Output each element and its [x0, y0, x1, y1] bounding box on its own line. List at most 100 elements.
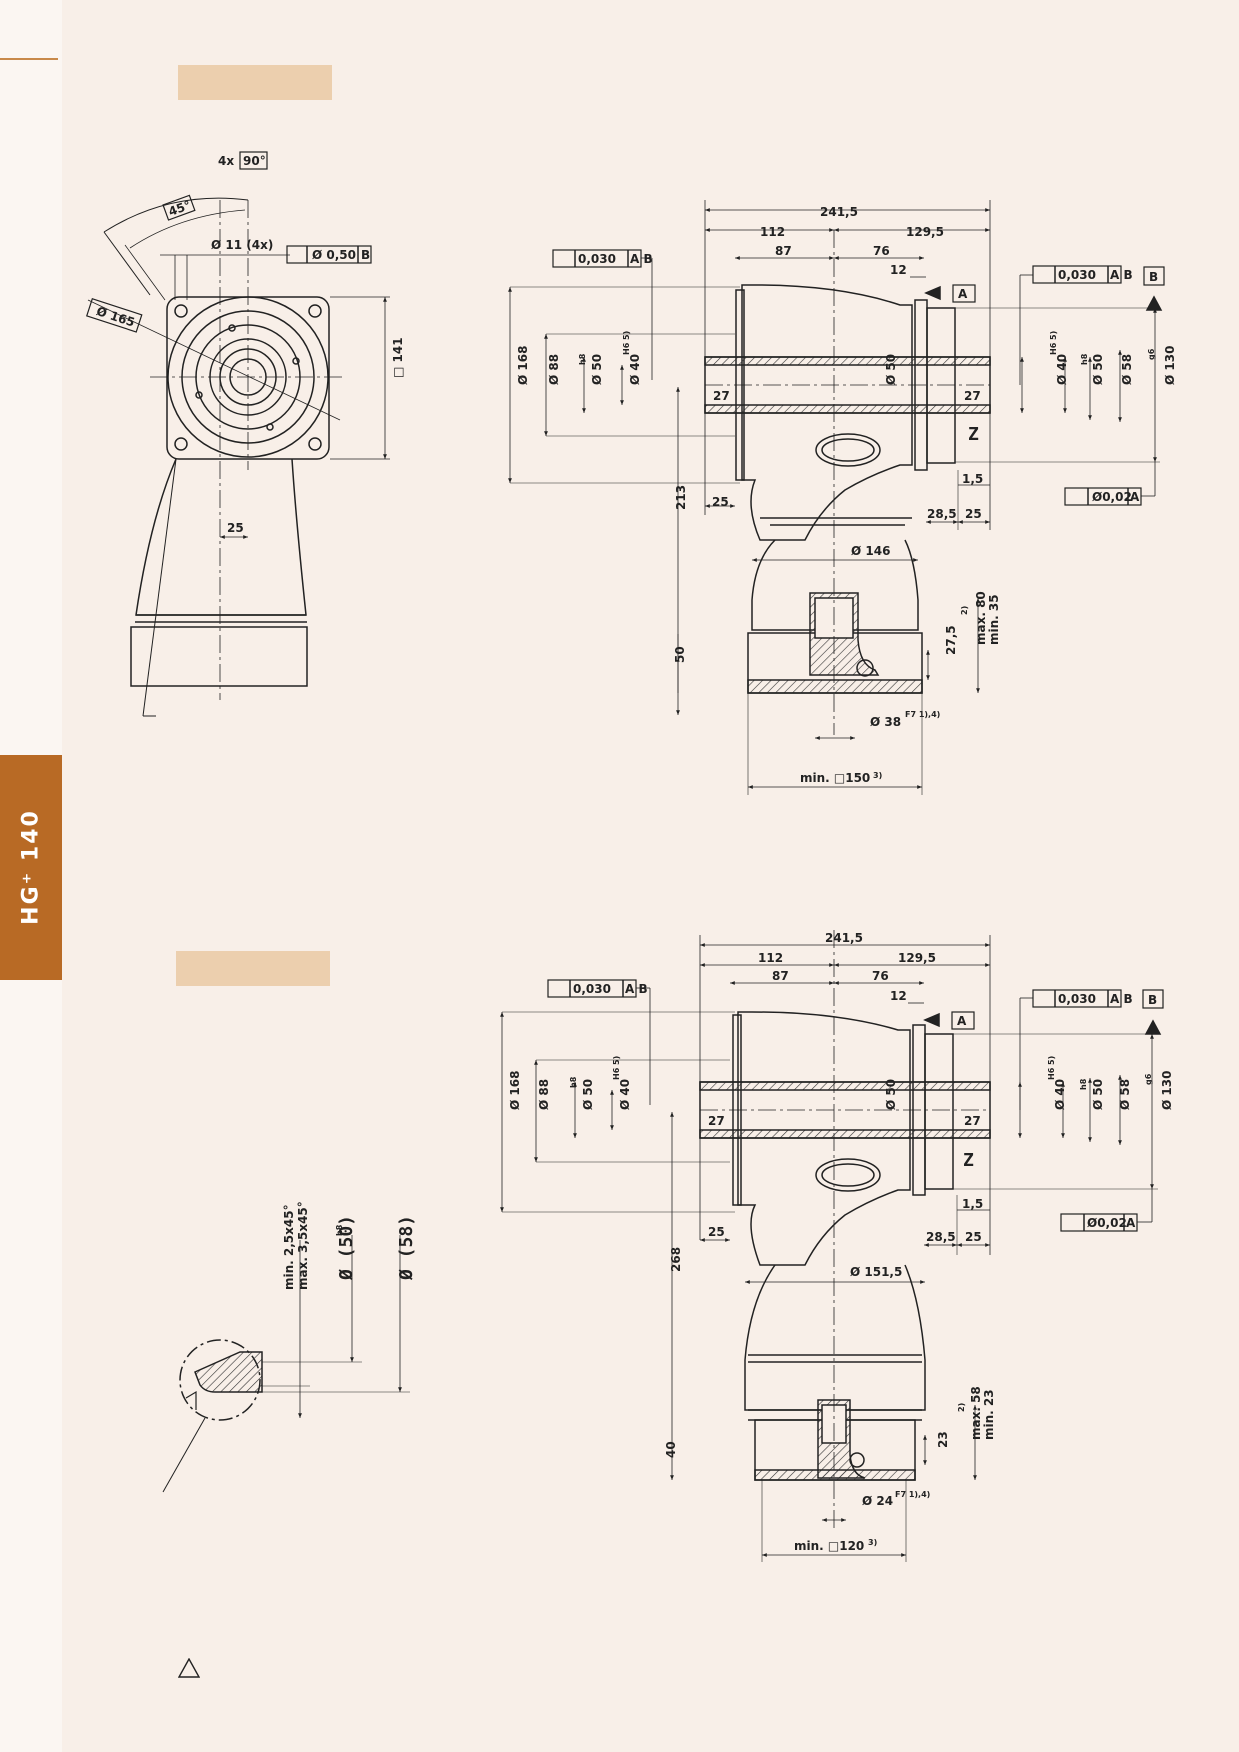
offset-dim: 25 — [227, 521, 244, 535]
tol-h6-right: H6 5) — [1047, 1056, 1056, 1080]
dim-27-right: 27 — [964, 389, 981, 403]
section-view-bottom — [500, 930, 1164, 1562]
detail-z: Z — [968, 424, 979, 445]
dia-40-right: Ø 40 — [1053, 1079, 1067, 1110]
bolt-hole — [308, 437, 322, 451]
min-depth: min. 23 — [982, 1389, 996, 1440]
dia-50-right: Ø 50 — [1091, 354, 1105, 385]
tol-h6: H6 5) — [612, 1056, 621, 1080]
bolt-hole — [174, 304, 188, 318]
runout-datums-left: A B — [625, 982, 648, 996]
dia-168: Ø 168 — [508, 1071, 522, 1110]
min-square: min. □150 — [800, 771, 870, 785]
hole-dim: Ø 11 (4x) — [211, 238, 273, 252]
tol-h8-right: h8 — [1079, 1078, 1088, 1090]
dia-151-5: Ø 151,5 — [850, 1265, 902, 1279]
dia-40-h6: Ø 40 — [628, 354, 642, 385]
angle-45: 45° — [167, 198, 193, 219]
runout-datums-right: A B — [1110, 268, 1133, 282]
flange-labels: 4x 90° 45° Ø 11 (4x) Ø 0,50 B Ø 165 □ 14… — [95, 154, 405, 535]
tol-h6-right: H6 5) — [1049, 331, 1058, 355]
dim-27-right: 27 — [964, 1114, 981, 1128]
tol-g6: g6 — [1144, 1073, 1153, 1085]
dim-129: 129,5 — [898, 951, 936, 965]
min-depth: min. 35 — [987, 594, 1001, 645]
detail-dia-50: Ø (50) — [336, 1215, 357, 1281]
detail-dia-58: Ø (58) — [396, 1215, 417, 1281]
dim-1-5: 1,5 — [962, 472, 983, 486]
dim-12: 12 — [890, 263, 907, 277]
warning-triangle-icon — [178, 1658, 200, 1678]
dim-213: 213 — [674, 485, 688, 510]
tol-h8-right: h8 — [1080, 353, 1089, 365]
flange-side-view — [85, 151, 390, 717]
min-square: min. □120 — [794, 1539, 864, 1553]
dia-38: Ø 38 — [870, 715, 901, 729]
tol-f7: F7 1),4) — [905, 710, 940, 719]
chamfer-max: max. 3,5x45° — [296, 1201, 310, 1290]
housing-outline — [737, 1011, 911, 1266]
detail-z: Z — [963, 1150, 974, 1171]
dim-241: 241,5 — [825, 931, 863, 945]
header-rule — [0, 58, 58, 60]
dia-50-h8: Ø 50 — [590, 354, 604, 385]
max-depth: max. 58 — [969, 1386, 983, 1440]
bolt-hole — [308, 304, 322, 318]
dia-130: Ø 130 — [1163, 346, 1177, 385]
datum-b: B — [1148, 993, 1157, 1007]
max-depth: max. 80 — [974, 591, 988, 645]
product-side-tab: HG⁺ 140 — [0, 755, 62, 980]
dim-129: 129,5 — [906, 225, 944, 239]
angle-90: 90° — [243, 154, 266, 168]
dia-50-right: Ø 50 — [1091, 1079, 1105, 1110]
dim-268: 268 — [669, 1247, 683, 1272]
section-view-top — [508, 200, 1165, 795]
dim-241: 241,5 — [820, 205, 858, 219]
max-depth-note: 2) — [957, 1403, 966, 1412]
dim-27-left: 27 — [708, 1114, 725, 1128]
angle-count: 4x — [218, 154, 234, 168]
dim-25-right: 25 — [965, 507, 982, 521]
dia-50-h8: Ø 50 — [581, 1079, 595, 1110]
dia-88: Ø 88 — [537, 1079, 551, 1110]
section-label-box-top — [178, 65, 332, 100]
dim-40: 40 — [664, 1441, 678, 1458]
section-view-bottom-labels: 241,5 112 129,5 87 76 12 0,030 A B 0,030… — [508, 931, 1174, 1553]
output-cone — [751, 539, 919, 631]
datum-b: B — [1149, 270, 1158, 284]
dia-58: Ø 58 — [1118, 1079, 1132, 1110]
dim-28-5: 28,5 — [926, 1230, 956, 1244]
dim-76: 76 — [873, 244, 890, 258]
dim-50: 50 — [673, 646, 687, 663]
detail-tol-h8: h8 — [335, 1224, 344, 1236]
dim-27-5: 27,5 — [944, 625, 958, 655]
dia-40-right: Ø 40 — [1055, 354, 1069, 385]
dia-24: Ø 24 — [862, 1494, 893, 1508]
square-dim: □ 141 — [391, 337, 405, 378]
dia-40-h6: Ø 40 — [618, 1079, 632, 1110]
tol-h8: h8 — [578, 353, 587, 365]
runout-tol-left: 0,030 — [578, 252, 616, 266]
dim-112: 112 — [760, 225, 785, 239]
motor-flange-base — [130, 626, 308, 687]
position-tolerance: Ø 0,50 — [312, 248, 356, 262]
section-label-box-bottom — [176, 951, 330, 986]
runout-tol-left: 0,030 — [573, 982, 611, 996]
dia-146: Ø 146 — [851, 544, 890, 558]
perp-tol: Ø0,02 — [1092, 490, 1132, 504]
bolt-hole — [174, 437, 188, 451]
tol-f7: F7 1),4) — [895, 1490, 930, 1499]
perp-tol: Ø0,02 — [1087, 1216, 1127, 1230]
tol-g6: g6 — [1147, 348, 1156, 360]
perp-datum: A — [1130, 490, 1140, 504]
min-square-note: 3) — [873, 771, 882, 780]
runout-datums-left: A B — [630, 252, 653, 266]
dim-25-left: 25 — [712, 495, 729, 509]
tol-h8: h8 — [569, 1076, 578, 1088]
dim-1-5: 1,5 — [962, 1197, 983, 1211]
runout-tol-right: 0,030 — [1058, 992, 1096, 1006]
dim-23: 23 — [936, 1431, 950, 1448]
dia-58: Ø 58 — [1120, 354, 1134, 385]
dia-50-centre: Ø 50 — [884, 1079, 898, 1110]
